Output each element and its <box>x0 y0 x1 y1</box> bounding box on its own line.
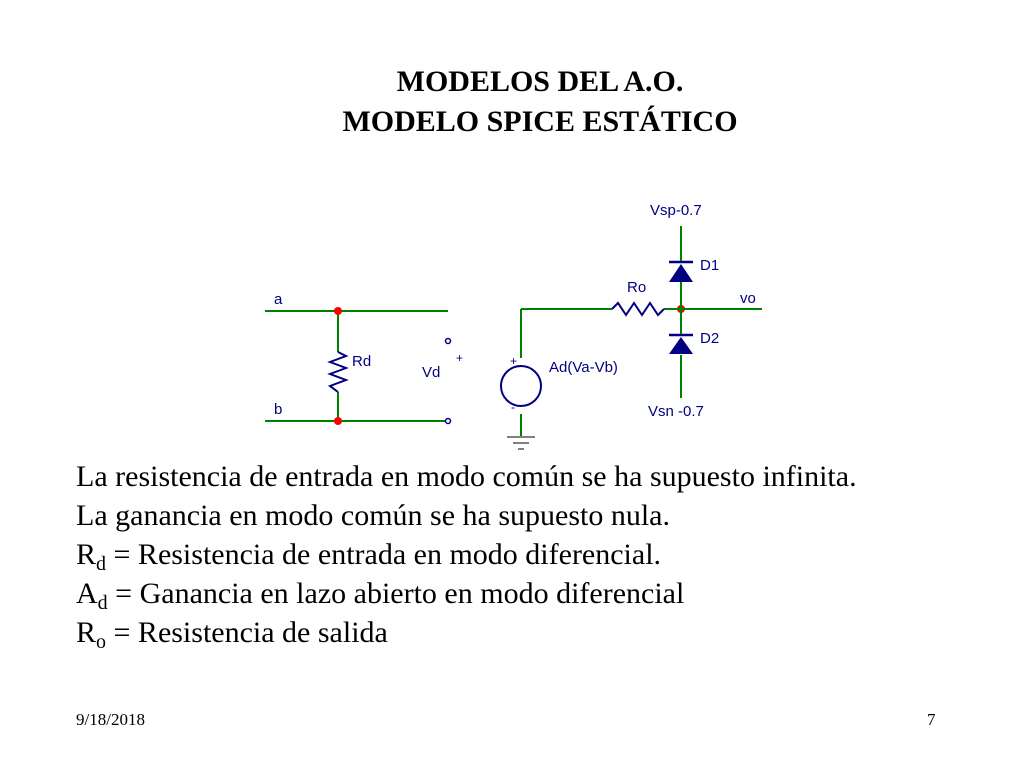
subscript-o: o <box>96 631 107 653</box>
label-rd: Rd <box>352 353 371 370</box>
label-source-minus: - <box>511 400 515 414</box>
body-line-2: La ganancia en modo común se ha supuesto… <box>76 499 670 532</box>
label-source: Ad(Va-Vb) <box>549 359 618 376</box>
label-node-a: a <box>274 291 283 308</box>
label-ro: Ro <box>627 279 646 296</box>
label-vsn: Vsn -0.7 <box>648 403 704 420</box>
spice-model-circuit: a b Rd Vd + + - Ad(Va-Vb) Ro vo D1 D2 Vs… <box>265 202 762 450</box>
body-line-3: Rd = Resistencia de entrada en modo dife… <box>76 535 996 574</box>
node-dot-a <box>334 307 342 315</box>
resistor-ro-symbol <box>611 301 665 317</box>
voltage-source-symbol <box>500 365 542 407</box>
label-vsp: Vsp-0.7 <box>650 202 702 219</box>
vd-terminals <box>444 337 452 425</box>
definition-ad: = Ganancia en lazo abierto en modo difer… <box>107 577 685 610</box>
body-line-4: Ad = Ganancia en lazo abierto en modo di… <box>76 574 996 613</box>
label-vo: vo <box>740 290 756 307</box>
subscript-d: d <box>97 592 108 614</box>
label-vd-plus: + <box>456 351 463 365</box>
label-node-b: b <box>274 401 282 418</box>
diode-d2-symbol <box>669 333 693 354</box>
ground-icon <box>507 436 535 450</box>
body-line-1: La resistencia de entrada en modo común … <box>76 460 857 493</box>
label-d2: D2 <box>700 330 719 347</box>
footer-date: 9/18/2018 <box>76 710 145 729</box>
title-line-1: MODELOS DEL A.O. <box>396 65 684 98</box>
slide-title: MODELOS DEL A.O. MODELO SPICE ESTÁTICO <box>300 62 780 142</box>
body-line-5: Ro = Resistencia de salida <box>76 613 996 652</box>
page-number: 7 <box>927 710 936 729</box>
resistor-rd-symbol <box>327 351 349 393</box>
input-wires <box>265 310 448 422</box>
node-dot-b <box>334 417 342 425</box>
title-line-2: MODELO SPICE ESTÁTICO <box>342 105 738 138</box>
subscript-d: d <box>96 553 107 575</box>
slide-body: La resistencia de entrada en modo común … <box>76 457 996 652</box>
label-source-plus: + <box>510 354 517 368</box>
symbol-a: A <box>76 577 98 610</box>
definition-rd: = Resistencia de entrada en modo diferen… <box>106 538 662 571</box>
symbol-r: R <box>76 538 97 571</box>
diode-d1-symbol <box>669 260 693 282</box>
output-wires <box>520 226 762 436</box>
definition-ro: = Resistencia de salida <box>106 616 388 649</box>
terminal-minus <box>444 417 452 425</box>
label-vd: Vd <box>422 364 440 381</box>
symbol-r: R <box>76 616 97 649</box>
terminal-plus <box>444 337 452 345</box>
label-d1: D1 <box>700 257 719 274</box>
